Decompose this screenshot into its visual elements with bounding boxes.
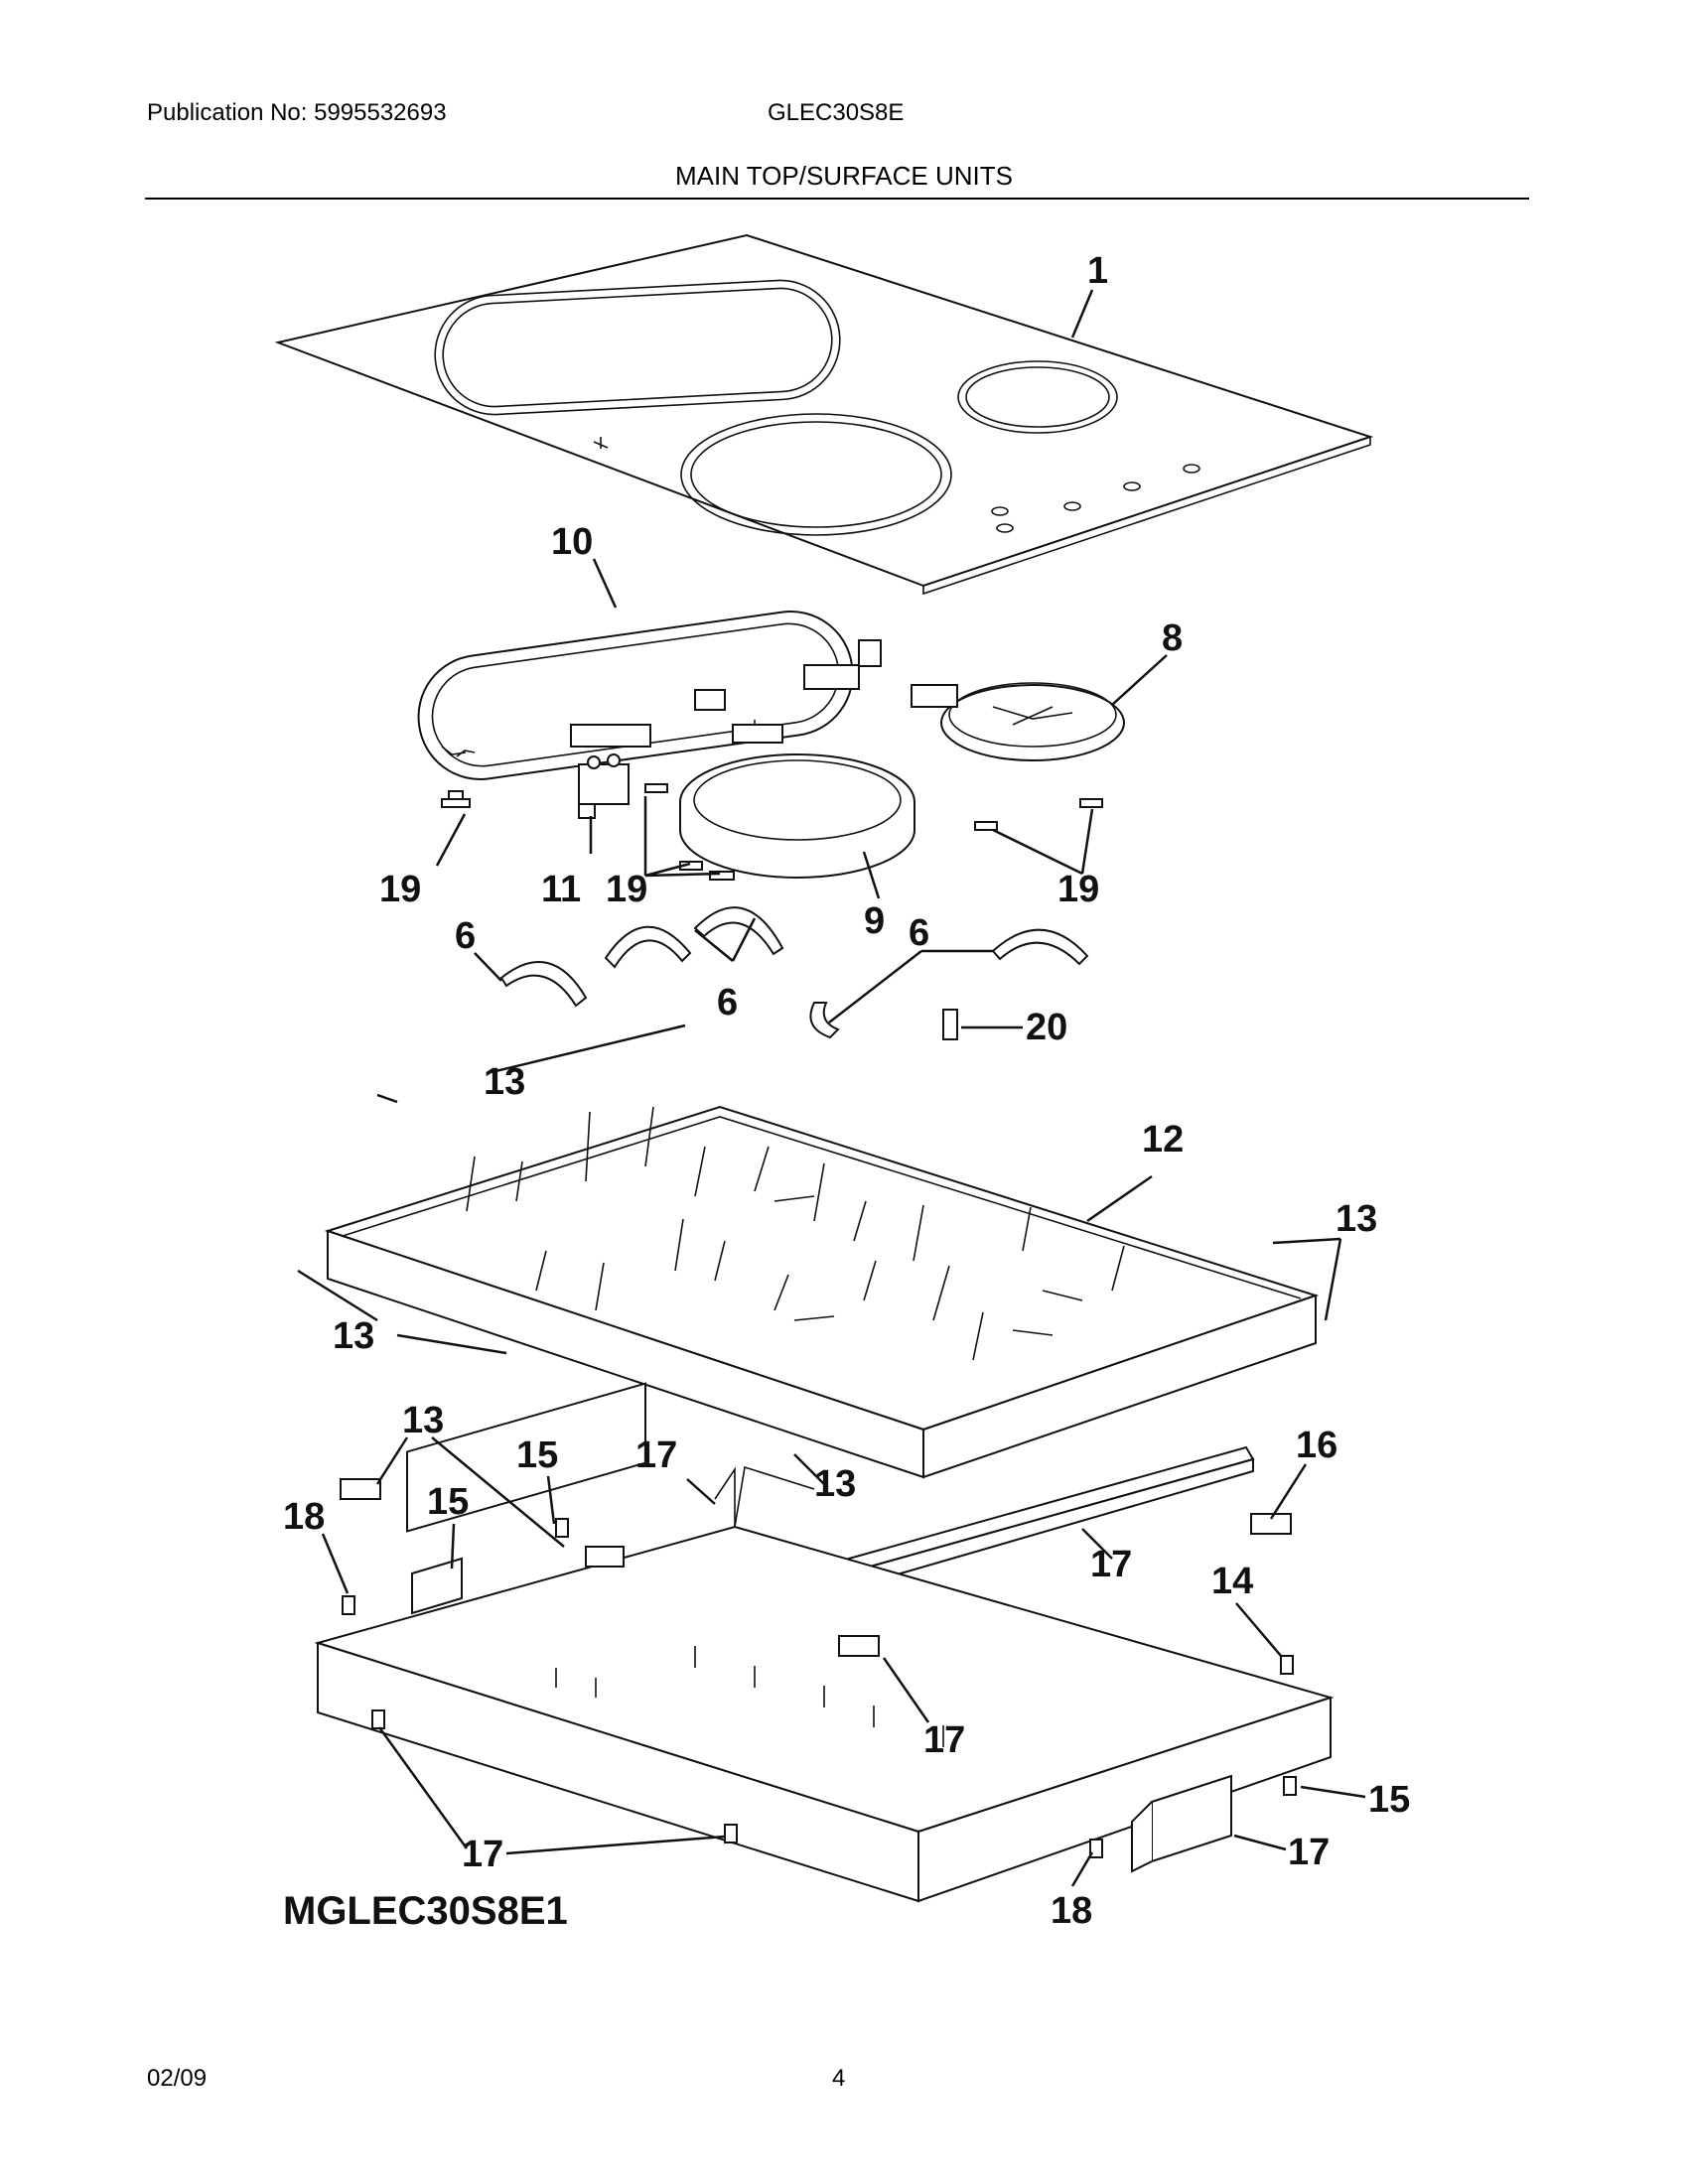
callout-17-left: 18	[283, 1496, 325, 1538]
model-number: GLEC30S8E	[768, 99, 905, 126]
mounting-brackets	[441, 750, 1103, 881]
callout-13-right: 13	[1336, 1198, 1377, 1240]
large-round-element	[679, 724, 915, 879]
diagram-code: MGLEC30S8E1	[283, 1889, 568, 1933]
cooktop-chassis	[314, 1382, 1335, 1903]
callout-8: 8	[1162, 617, 1183, 659]
callout-19-center: 19	[606, 869, 647, 910]
callout-18-bottom: 17	[1288, 1832, 1330, 1873]
callout-6-right: 6	[909, 912, 929, 954]
page-number: 4	[832, 2065, 846, 2092]
callout-13-mid: 13	[814, 1463, 856, 1505]
footer-date: 02/09	[147, 2065, 208, 2092]
callout-16: 17	[635, 1434, 677, 1476]
callout-15-bottom: 17	[923, 1719, 965, 1761]
glass-cooktop	[274, 233, 1374, 596]
terminal-block	[578, 753, 630, 819]
spring-clips	[342, 1518, 1297, 1858]
callout-1: 1	[1087, 250, 1108, 292]
side-shields	[411, 1557, 1232, 1873]
callout-14: 17	[1090, 1544, 1132, 1585]
callout-13-top: 13	[484, 1061, 525, 1103]
header-divider	[145, 198, 1529, 200]
callout-12: 12	[1142, 1119, 1184, 1160]
callout-18-top: 15	[427, 1481, 469, 1523]
clip-brackets-15	[340, 1478, 1292, 1657]
callout-13-left: 13	[333, 1315, 374, 1357]
callout-19-left: 19	[379, 869, 421, 910]
callout-19-right: 19	[1057, 869, 1099, 910]
element-support-pan	[324, 1105, 1320, 1479]
callout-17-bottom: 18	[1051, 1890, 1092, 1932]
callout-10: 10	[551, 521, 593, 563]
callout-11: 11	[541, 869, 581, 910]
small-round-element	[911, 682, 1125, 761]
callout-17-right: 14	[1211, 1561, 1253, 1602]
callout-15-right: 16	[1296, 1425, 1337, 1466]
section-title: MAIN TOP/SURFACE UNITS	[675, 161, 1013, 191]
callout-leaders	[297, 289, 1366, 1887]
element-clips	[499, 906, 1089, 1039]
callout-20: 20	[1026, 1007, 1067, 1048]
callout-6-left: 6	[455, 915, 476, 957]
callout-numbers: 1 10 8 19 11 19 9 19 6 6 6 20 13 12 13 1…	[283, 250, 1410, 1932]
small-sensor-part	[942, 1009, 958, 1040]
callout-15-topleft: 13	[402, 1400, 444, 1441]
callout-9: 9	[864, 900, 885, 942]
callout-6-center: 6	[717, 982, 738, 1024]
publication-number: Publication No: 5995532693	[147, 99, 447, 126]
callout-17-top: 15	[516, 1434, 558, 1476]
callout-17-bottomleft: 17	[462, 1834, 503, 1875]
callout-17-bottomright: 15	[1368, 1779, 1410, 1821]
